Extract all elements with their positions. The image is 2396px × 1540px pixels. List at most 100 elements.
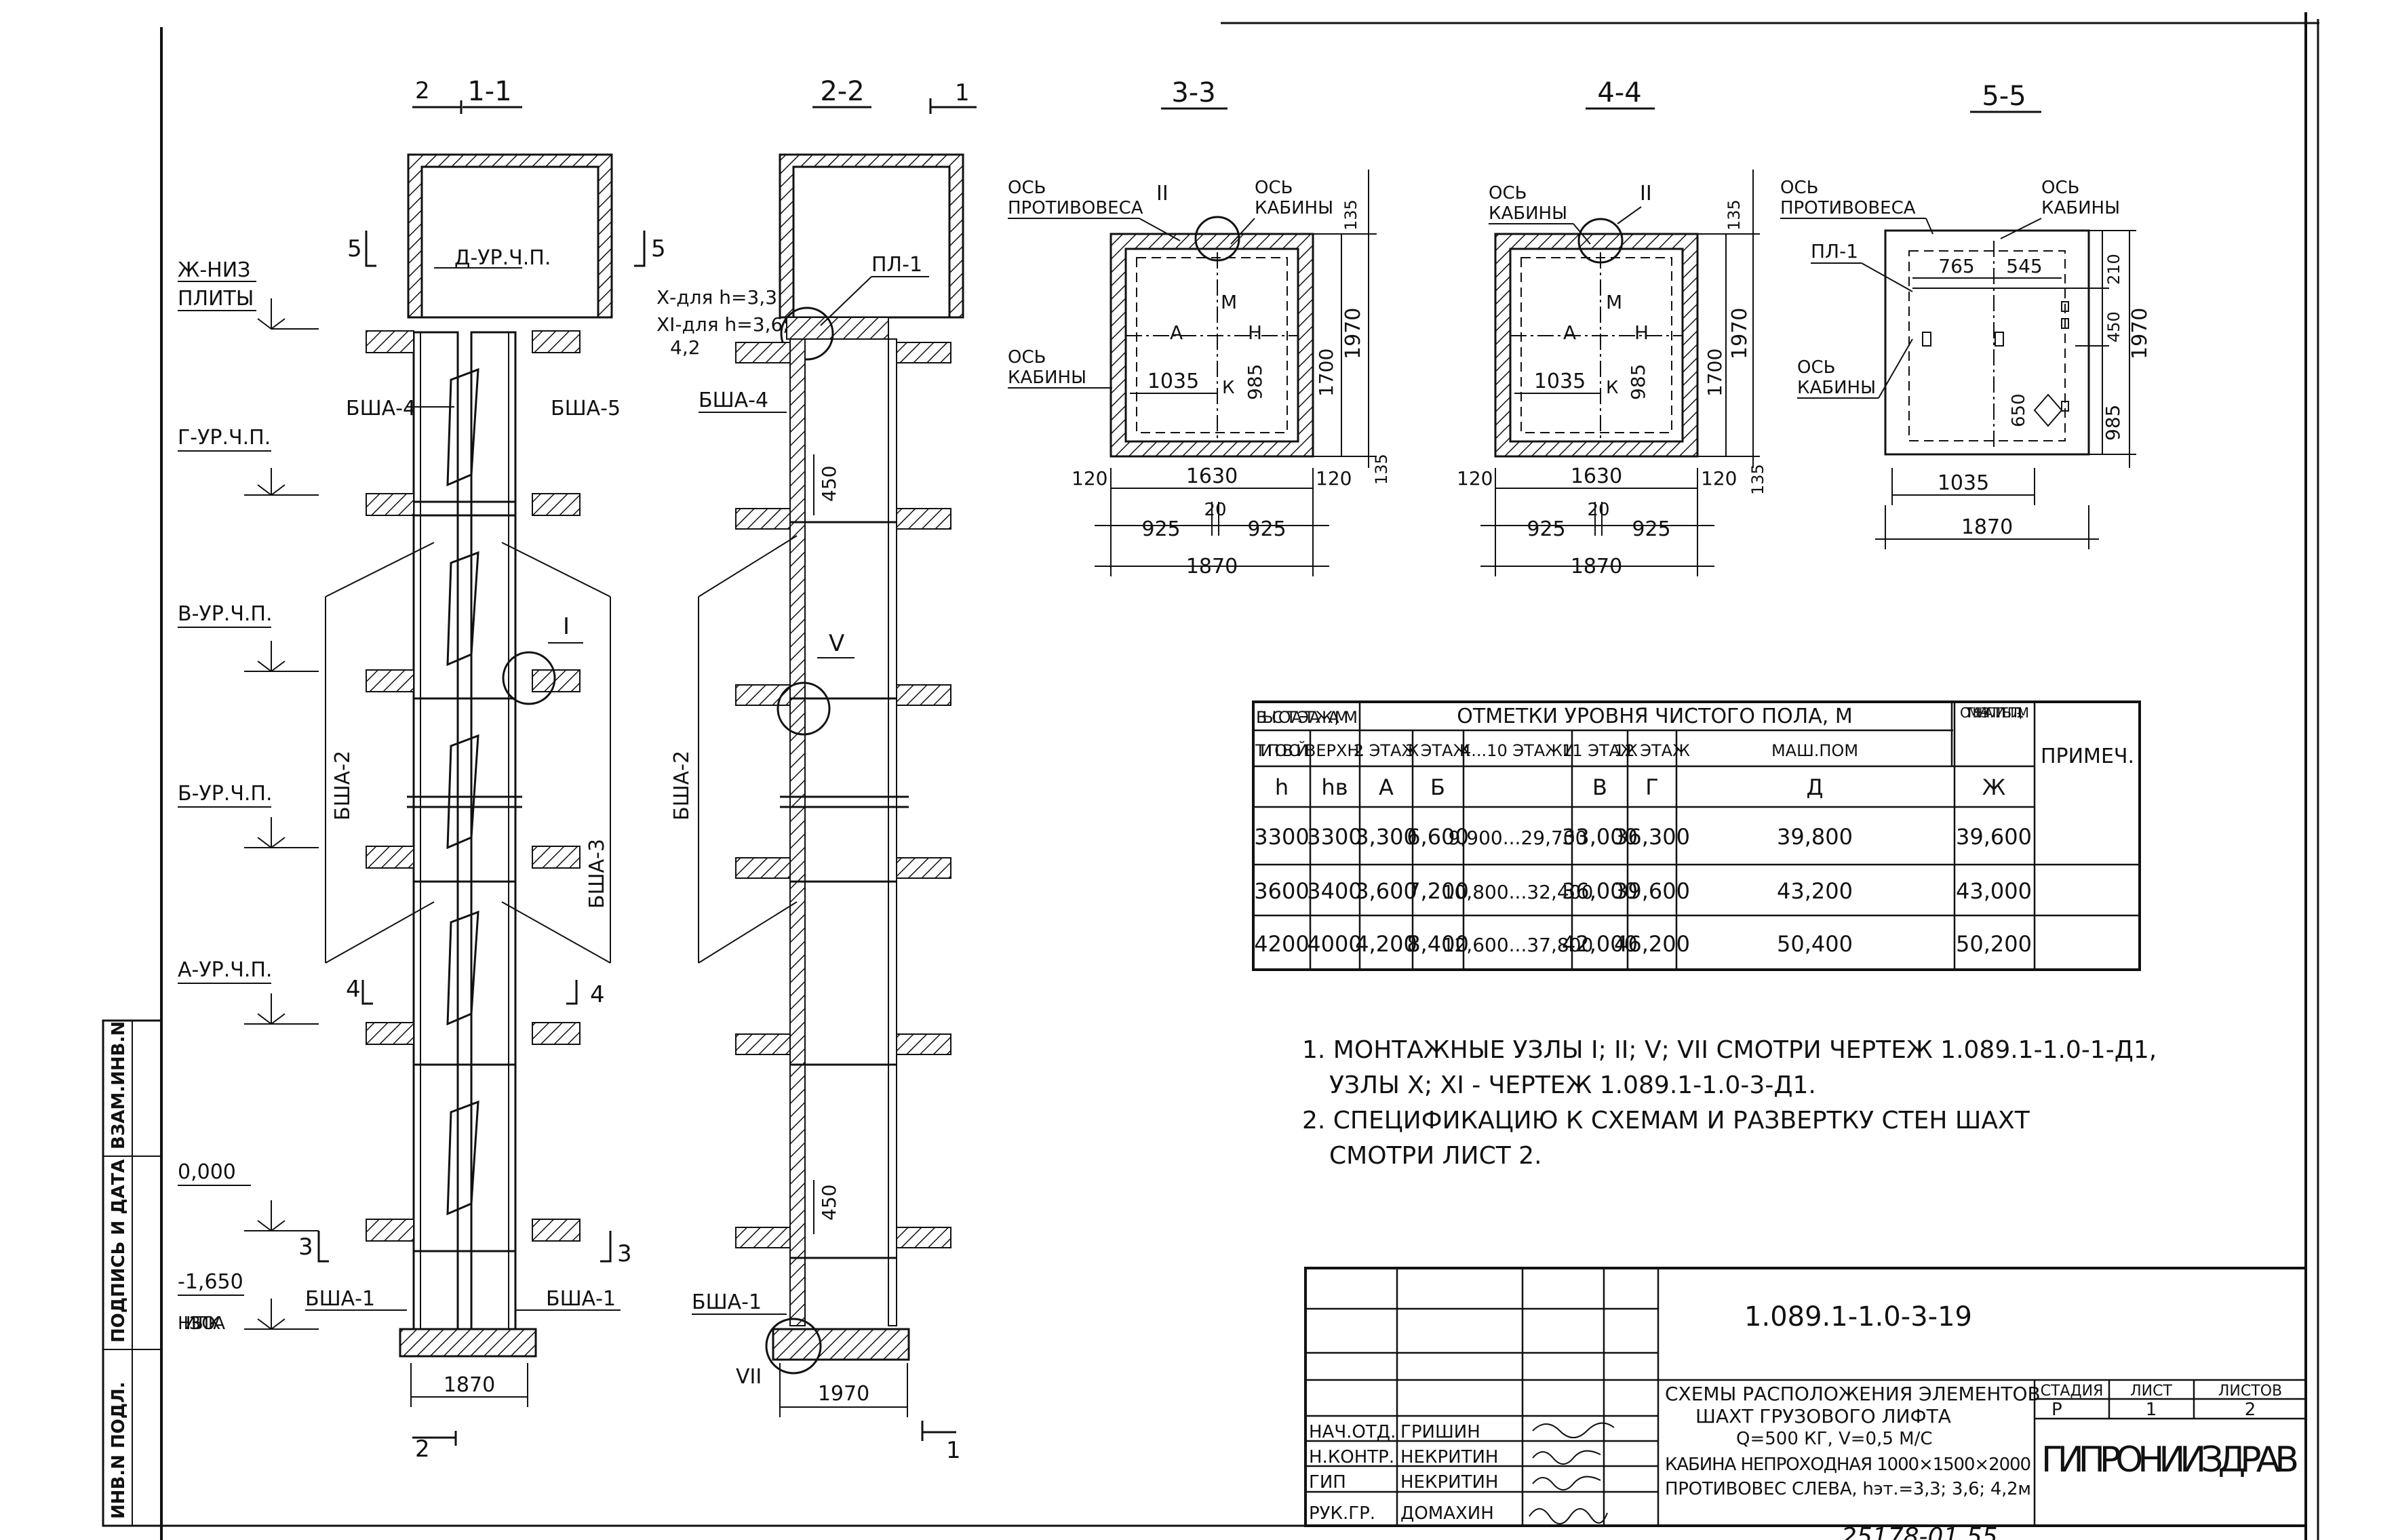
svg-text:39,600: 39,600 [1614, 878, 1690, 904]
name-nekritin-2: НЕКРИТИН [1400, 1472, 1498, 1493]
table-row: 3300 3300 3,300 6,600 9,900...29,700 33,… [1254, 824, 2032, 850]
node-II: II [1640, 182, 1652, 205]
axis-counterweight-label: ОСЬ [1008, 178, 1046, 198]
label-bsha-1-left: БША-1 [305, 1287, 375, 1311]
svg-text:3600: 3600 [1254, 878, 1309, 904]
svg-text:-1,650: -1,650 [178, 1270, 243, 1294]
label-bsha-4: БША-4 [346, 397, 416, 420]
stamp-inv-podl: ИНВ.N ПОДЛ. [109, 1381, 129, 1519]
shaft-blocks [412, 331, 517, 1330]
dim-1970: 1970 [2128, 308, 2152, 359]
svg-text:42,000: 42,000 [1562, 931, 1638, 957]
dim-925-right: 925 [1247, 517, 1286, 541]
label-A: А [1563, 321, 1576, 344]
dim-1970: 1970 [1341, 308, 1365, 359]
dim-120-left: 120 [1072, 467, 1107, 490]
svg-text:50,400: 50,400 [1777, 931, 1853, 957]
col-typical: ТИПОВОЙ [1255, 741, 1308, 760]
svg-text:10,800...32,400: 10,800...32,400 [1442, 881, 1594, 903]
sym-d: Д [1807, 774, 1824, 800]
general-notes: 1. МОНТАЖНЫЕ УЗЛЫ I; II; V; VII СМОТРИ Ч… [1302, 1036, 2157, 1170]
sym-g: Г [1645, 774, 1659, 800]
sym-h: h [1275, 774, 1289, 800]
title-line-3: Q=500 КГ, V=0,5 М/С [1736, 1429, 1933, 1449]
svg-text:3,300: 3,300 [1355, 824, 1417, 850]
dim-1700: 1700 [1704, 349, 1726, 397]
stage-value: Р [2051, 1400, 2062, 1420]
node-V: V [829, 630, 844, 657]
section-mark-3-right: 3 [617, 1240, 632, 1267]
sheet-label: ЛИСТ [2130, 1383, 2172, 1400]
svg-text:4,200: 4,200 [1355, 931, 1417, 957]
sym-hv: hв [1321, 774, 1348, 800]
doc-code: 1.089.1-1.0-3-19 [1744, 1301, 1972, 1332]
label-pl-1: ПЛ-1 [871, 253, 922, 277]
dim-120-right: 120 [1316, 467, 1352, 490]
label-H: Н [1634, 321, 1649, 344]
signature-marks [1529, 1422, 1615, 1524]
section-title: 4-4 [1597, 77, 1641, 108]
section-1-1: 1-1 2 Д-УР.Ч.П. 5 5 [298, 76, 666, 1463]
sheet-value: 1 [2146, 1400, 2157, 1420]
dim-1035: 1035 [1938, 471, 1989, 495]
node-II: II [1156, 182, 1168, 205]
dim-1035: 1035 [1147, 370, 1199, 393]
svg-text:КАБИНЫ: КАБИНЫ [1008, 368, 1086, 388]
label-bsha-5: БША-5 [551, 397, 621, 420]
dim-925-left: 925 [1141, 517, 1180, 541]
section-title: 1-1 [467, 76, 511, 107]
dim-1870: 1870 [1961, 515, 2013, 539]
level-g: Г-УР.Ч.П. [178, 426, 319, 496]
dim-120-right: 120 [1701, 467, 1737, 490]
section-title: 3-3 [1171, 77, 1215, 108]
plan-5-5: 5-5 ОСЬ ПРОТИВОВЕСА ОСЬ КАБИНЫ ПЛ-1 ОСЬ … [1780, 81, 2152, 549]
svg-text:КАБИНЫ: КАБИНЫ [1255, 198, 1333, 218]
stamp-vzam-inv: ВЗАМ.ИНВ.N [109, 1021, 129, 1149]
col-3rd: 3 ЭТАЖ [1405, 741, 1471, 760]
node-VII: VII [736, 1365, 762, 1389]
levels-table: ВЫСОТА ЭТАЖА,ММ ОТМЕТКИ УРОВНЯ ЧИСТОГО П… [1252, 700, 2141, 971]
cut-marker-1-top: 1 [955, 79, 970, 106]
svg-text:0,000: 0,000 [178, 1160, 236, 1184]
org-name: ГИПРОНИИЗДРАВ [2041, 1440, 2299, 1480]
svg-text:Ж-НИЗ: Ж-НИЗ [178, 258, 250, 282]
dim-1700: 1700 [1315, 349, 1337, 397]
svg-text:39,800: 39,800 [1777, 824, 1853, 850]
name-nekritin-1: НЕКРИТИН [1400, 1447, 1498, 1467]
svg-text:6,600: 6,600 [1407, 824, 1469, 850]
svg-text:4200: 4200 [1254, 931, 1309, 957]
axis-counterweight-label: ОСЬ [1780, 178, 1818, 198]
note-line-1: 1. МОНТАЖНЫЕ УЗЛЫ I; II; V; VII СМОТРИ Ч… [1302, 1036, 2157, 1064]
label-bsha-1-right: БША-1 [546, 1287, 616, 1311]
note-xi: XI-для h=3,6; [656, 313, 789, 336]
dim-1970: 1970 [1728, 308, 1752, 359]
label-bsha-4-s2: БША-4 [699, 389, 768, 412]
cut-marker-1-bottom: 1 [946, 1437, 961, 1464]
plan-3-3: 3-3 ОСЬ ПРОТИВОВЕСА II ОСЬ КАБИНЫ ОСЬ КА… [1008, 77, 1391, 578]
header-notes: ПРИМЕЧ. [2041, 745, 2134, 768]
svg-text:А-УР.Ч.П.: А-УР.Ч.П. [178, 958, 272, 982]
svg-text:39,600: 39,600 [1956, 824, 2032, 850]
node-V-callout [777, 682, 831, 736]
title-line-1: СХЕМЫ РАСПОЛОЖЕНИЯ ЭЛЕМЕНТОВ [1665, 1383, 2041, 1405]
note-line-3: 2. СПЕЦИФИКАЦИЮ К СХЕМАМ И РАЗВЕРТКУ СТЕ… [1302, 1107, 2030, 1134]
sheets-value: 2 [2245, 1400, 2256, 1420]
level-b: Б-УР.Ч.П. [178, 782, 319, 849]
dim-120-left: 120 [1457, 467, 1493, 490]
name-grishin: ГРИШИН [1400, 1422, 1480, 1442]
level-a: А-УР.Ч.П. [178, 958, 319, 1025]
name-domakhin: ДОМАХИН [1400, 1503, 1494, 1524]
dim-925-left: 925 [1527, 517, 1565, 541]
svg-text:7,200: 7,200 [1407, 878, 1469, 904]
plan-4-4: 4-4 ОСЬ КАБИНЫ II А М Н К 1035 985 1700 … [1457, 77, 1767, 578]
col-2nd: 2 ЭТАЖ [1354, 741, 1419, 760]
dim-450: 450 [2104, 311, 2123, 342]
col-machine: МАШ.ПОМ [1771, 741, 1858, 760]
section-2-2: 2-2 1 Х-для h=3,3 XI-для h=3,6; 4,2 ПЛ-1 [656, 76, 977, 1464]
table-row: 3600 3400 3,600 7,200 10,800...32,400 36… [1254, 878, 2032, 904]
shaft-walls [789, 338, 897, 1326]
svg-text:ПРОТИВОВЕСА: ПРОТИВОВЕСА [1780, 198, 1916, 218]
sym-zh: Ж [1982, 774, 2005, 800]
svg-text:КАБИНЫ: КАБИНЫ [1489, 203, 1567, 224]
